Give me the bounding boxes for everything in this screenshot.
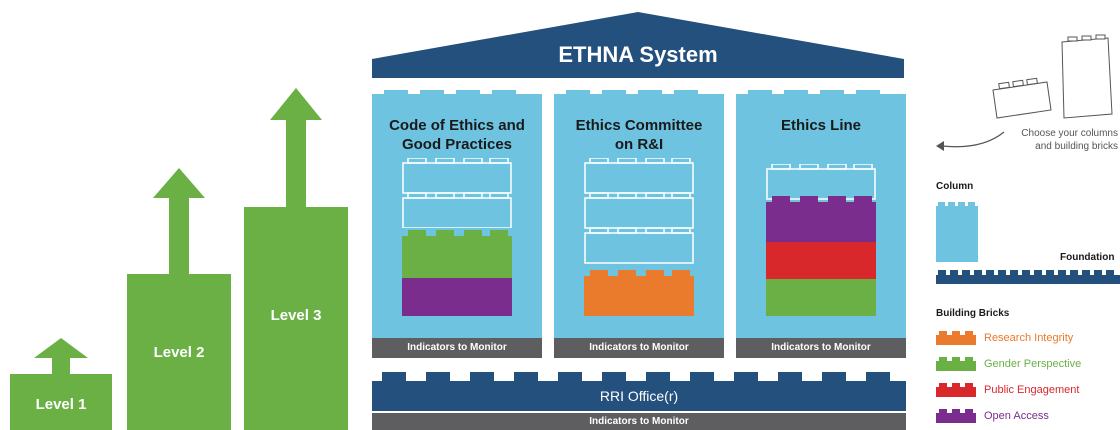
- level-1-arrow-icon: [34, 338, 88, 376]
- level-3-block: Level 3: [244, 207, 348, 430]
- column-indicators-bar: Indicators to Monitor: [736, 338, 906, 358]
- column-studs: [372, 90, 542, 100]
- roof-shape: [372, 12, 904, 78]
- legend-label: Gender Perspective: [984, 358, 1082, 370]
- empty-brick-slots: [402, 158, 512, 228]
- column-title: Ethics Line: [780, 117, 862, 134]
- level-3-arrow-icon: [270, 88, 322, 212]
- legend-brick-icon: [936, 357, 976, 371]
- column-code-of-ethics: Code of Ethics and Good Practices Indica…: [372, 90, 542, 358]
- legend-label: Public Engagement: [984, 384, 1080, 396]
- legend-brick-icon: [936, 331, 976, 345]
- level-1-block: Level 1: [10, 374, 112, 430]
- brick-open-access: [402, 278, 512, 316]
- legend-foundation-title: Foundation: [1060, 252, 1115, 263]
- foundation-indicators-bar: Indicators to Monitor: [372, 413, 906, 430]
- level-2-arrow-icon: [153, 168, 205, 278]
- empty-brick-slots: [584, 158, 694, 264]
- legend-brick-icon: [936, 383, 976, 397]
- system-title: ETHNA System: [558, 42, 718, 67]
- column-indicators-bar: Indicators to Monitor: [554, 338, 724, 358]
- brick-public-engagement: [766, 242, 876, 279]
- foundation-title: RRI Office(r): [599, 388, 679, 404]
- level-3: Level 3: [244, 88, 348, 430]
- level-1-label: Level 1: [35, 396, 87, 413]
- legend-item-open-access: Open Access: [936, 408, 1116, 424]
- level-2: Level 2: [127, 168, 231, 430]
- legend-bricks-title: Building Bricks: [936, 308, 1010, 319]
- level-3-label: Level 3: [270, 307, 322, 324]
- column-outline-icon: [1061, 34, 1113, 119]
- legend-item-public-engagement: Public Engagement: [936, 382, 1116, 398]
- legend-item-research-integrity: Research Integrity: [936, 330, 1116, 346]
- column-indicators-bar: Indicators to Monitor: [372, 338, 542, 358]
- brick-open-access: [766, 196, 876, 242]
- brick-research-integrity: [584, 270, 694, 316]
- brick-gender-perspective: [766, 279, 876, 316]
- legend-label: Open Access: [984, 410, 1049, 422]
- column-ethics-committee: Ethics Committee on R&I Indicators to Mo…: [554, 90, 724, 358]
- foundation-studs: [382, 372, 890, 382]
- empty-brick-slots: [766, 164, 876, 200]
- foundation-block: RRI Office(r): [372, 381, 906, 411]
- foundation: RRI Office(r) Indicators to Monitor: [372, 372, 906, 430]
- column-ethics-line: Ethics Line Indicators to Monitor: [736, 90, 906, 358]
- legend-column-icon: [936, 202, 978, 262]
- level-2-block: Level 2: [127, 274, 231, 430]
- legend-foundation-icon: [936, 270, 1120, 284]
- legend-item-gender-perspective: Gender Perspective: [936, 356, 1116, 372]
- roof: ETHNA System: [372, 12, 904, 80]
- hint-text: Choose your columns and building bricks: [1021, 128, 1118, 152]
- legend-column-title: Column: [936, 181, 974, 192]
- legend-label: Research Integrity: [984, 332, 1074, 344]
- brick-outline-icon: [992, 77, 1052, 119]
- column-title: Code of Ethics and Good Practices: [389, 117, 525, 153]
- column-studs: [554, 90, 724, 100]
- level-2-label: Level 2: [153, 344, 205, 361]
- column-studs: [736, 90, 906, 100]
- column-title: Ethics Committee on R&I: [575, 117, 703, 153]
- legend-brick-icon: [936, 409, 976, 423]
- level-1: Level 1: [10, 338, 112, 430]
- curved-arrow-icon: [936, 131, 1005, 151]
- brick-gender-perspective: [402, 230, 512, 278]
